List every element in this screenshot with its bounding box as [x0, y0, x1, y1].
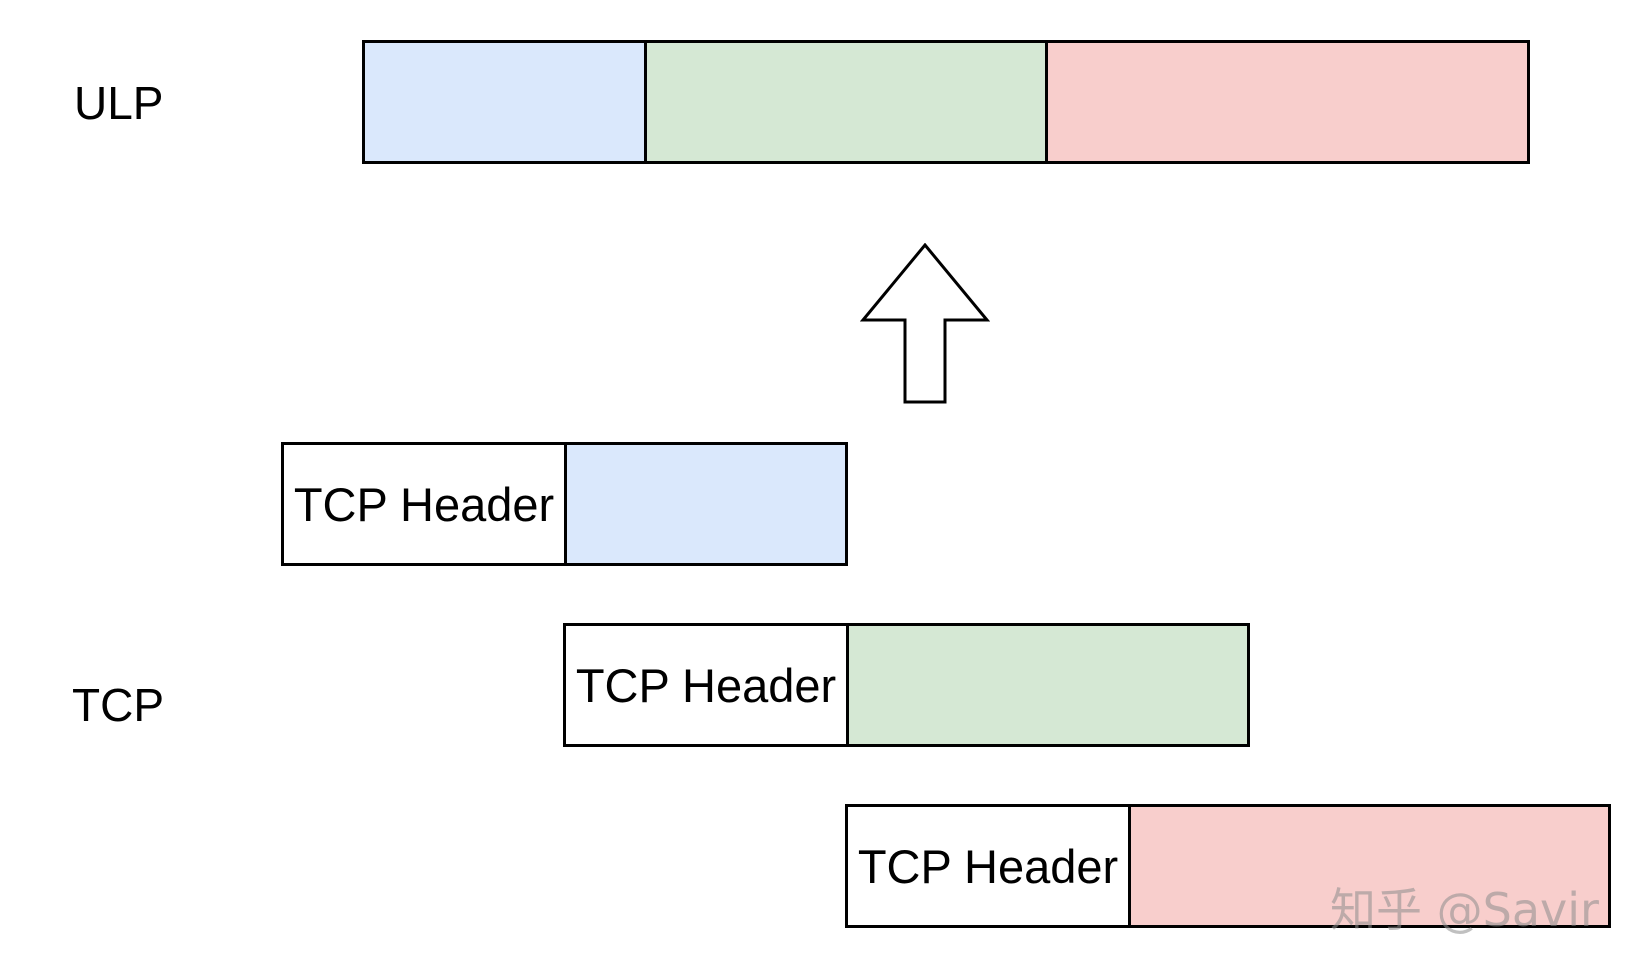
ulp-part-red	[1048, 43, 1527, 161]
tcp-payload-green	[849, 626, 1247, 744]
tcp-segment-3: TCP Header	[845, 804, 1611, 928]
tcp-header-2: TCP Header	[566, 626, 849, 744]
tcp-layer-label: TCP	[72, 679, 164, 731]
ulp-layer-label: ULP	[74, 77, 164, 129]
ulp-message	[362, 40, 1530, 164]
tcp-segment-2: TCP Header	[563, 623, 1250, 747]
ulp-part-blue	[365, 43, 647, 161]
ulp-part-green	[647, 43, 1048, 161]
tcp-header-3: TCP Header	[848, 807, 1131, 925]
tcp-segment-1: TCP Header	[281, 442, 848, 566]
tcp-payload-red	[1131, 807, 1608, 925]
tcp-payload-blue	[567, 445, 845, 563]
tcp-header-1: TCP Header	[284, 445, 567, 563]
up-arrow-icon	[860, 243, 990, 404]
